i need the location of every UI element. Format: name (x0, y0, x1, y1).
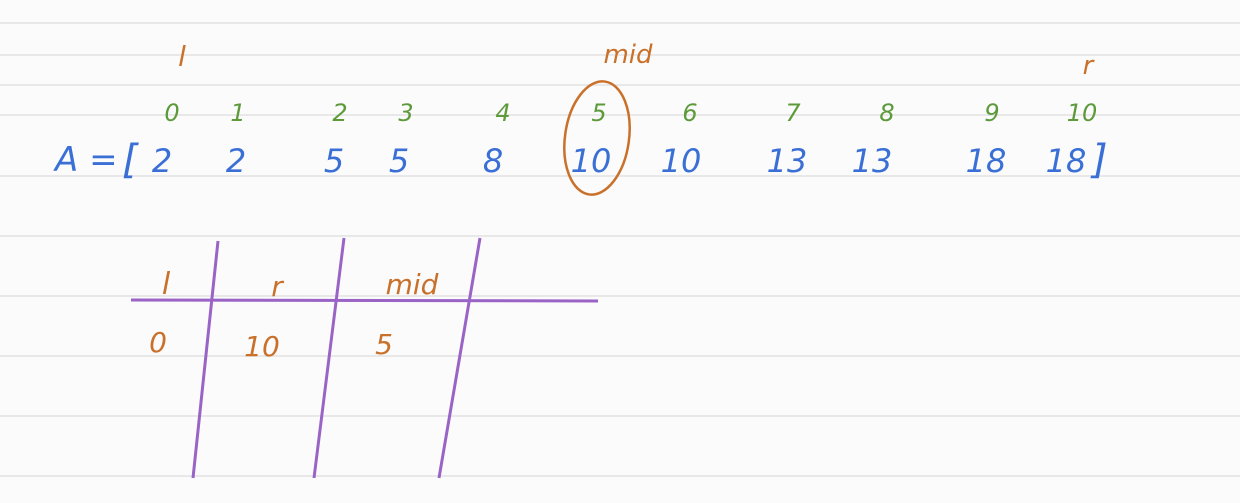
mid-pointer-label: mid (603, 40, 653, 70)
array-index: 8 (879, 99, 894, 127)
array-index: 10 (1067, 99, 1098, 127)
array-index: 1 (230, 99, 245, 127)
array-value: 2 (226, 142, 246, 180)
array-value: 5 (389, 142, 409, 180)
left-pointer-label: l (178, 40, 186, 73)
table-header-r: r (271, 270, 284, 303)
right-pointer-label: r (1083, 51, 1096, 81)
array-index: 6 (682, 99, 697, 127)
array-value: 18 (1046, 142, 1087, 180)
table-cell-mid: 5 (375, 328, 393, 361)
trace-table: l r mid 0 10 5 (130, 237, 599, 479)
array-values: 2 2 5 5 8 10 10 13 13 18 18 (152, 142, 1087, 180)
array-value: 13 (852, 142, 893, 180)
array-index: 9 (984, 99, 999, 127)
array-value: 5 (324, 142, 344, 180)
array-index: 2 (332, 99, 347, 127)
table-cell-l: 0 (149, 326, 167, 359)
array-index: 7 (785, 99, 801, 127)
array-index: 5 (591, 99, 606, 127)
array-close-bracket: ] (1090, 137, 1108, 183)
table-column-divider (437, 237, 482, 479)
array-label: A = (53, 140, 118, 180)
table-header-mid: mid (386, 268, 439, 301)
array-index: 3 (398, 99, 413, 127)
array-open-bracket: [ (122, 137, 139, 183)
table-column-divider (312, 237, 346, 479)
array-indices: 0 1 2 3 4 5 6 7 8 9 10 (164, 99, 1097, 127)
array-index: 4 (495, 99, 510, 127)
array-value: 2 (152, 142, 172, 180)
table-header-line (130, 298, 599, 303)
table-cell-r: 10 (244, 330, 280, 363)
array-value: 10 (661, 142, 702, 180)
ruled-lines (0, 22, 1240, 477)
mid-element-circle (563, 80, 631, 196)
array-value: 18 (966, 142, 1007, 180)
array-value: 8 (483, 142, 503, 180)
array-value: 13 (767, 142, 808, 180)
array-value: 10 (571, 142, 612, 180)
table-header-l: l (162, 267, 171, 302)
table-column-divider (191, 240, 220, 479)
array-index: 0 (164, 99, 179, 127)
